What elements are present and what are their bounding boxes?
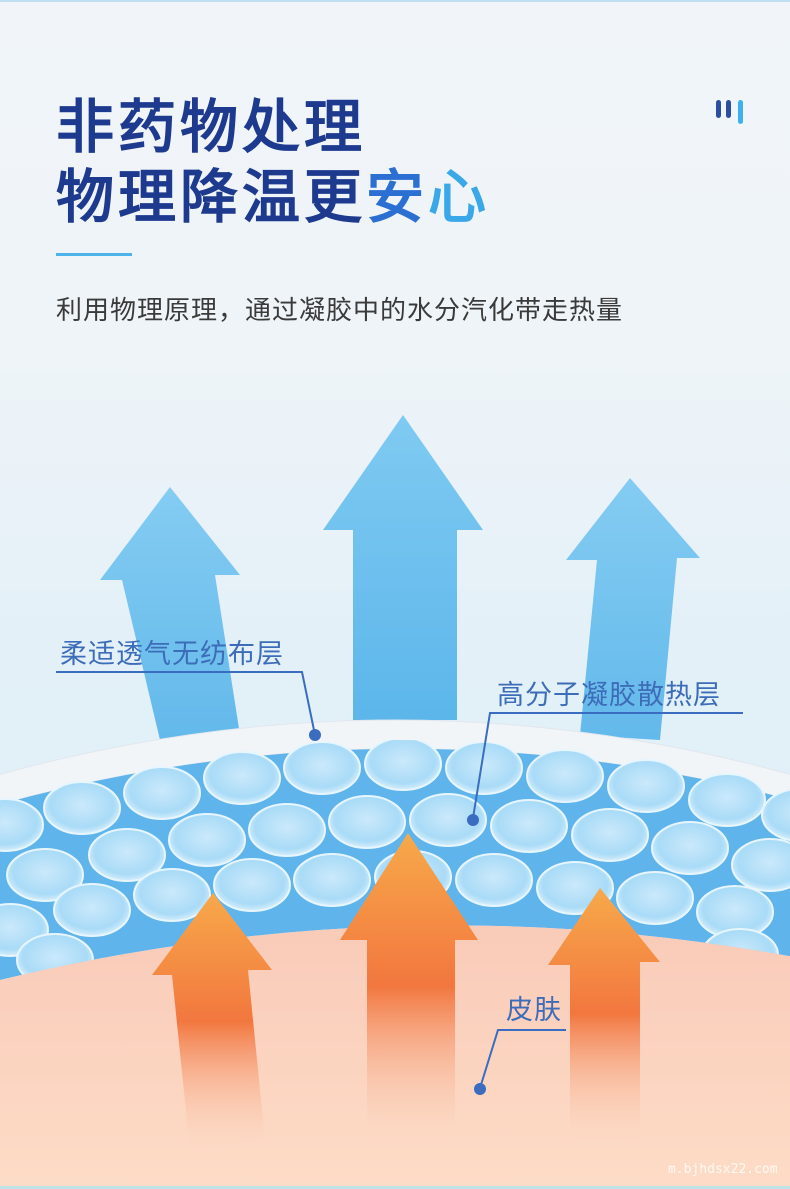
subtitle: 利用物理原理，通过凝胶中的水分汽化带走热量 bbox=[56, 296, 624, 326]
callout-dot-gel bbox=[467, 814, 479, 826]
watermark: m.bjhdsx22.com bbox=[668, 1162, 778, 1177]
warm-arrow-right-icon bbox=[548, 888, 660, 1140]
callout-line-nonwoven bbox=[56, 671, 316, 736]
top-border bbox=[0, 0, 790, 2]
headline-accent-2: 心 bbox=[428, 163, 491, 231]
headline-line-2: 物理降温更安心 bbox=[56, 168, 490, 226]
bottom-border bbox=[0, 1186, 790, 1189]
headline-accent-1: 安 bbox=[366, 163, 429, 231]
callout-line-gel bbox=[472, 712, 743, 819]
cool-arrow-left-icon bbox=[100, 487, 240, 740]
warm-arrow-left-icon bbox=[152, 893, 272, 1150]
callout-dot-nonwoven bbox=[309, 729, 321, 741]
headline-line-1: 非药物处理 bbox=[56, 93, 367, 161]
callout-line-skin bbox=[479, 1029, 566, 1089]
decorative-bars-icon bbox=[716, 100, 746, 124]
callout-dot-skin bbox=[474, 1083, 486, 1095]
label-gel: 高分子凝胶散热层 bbox=[497, 680, 721, 711]
label-nonwoven: 柔适透气无纺布层 bbox=[60, 639, 284, 670]
label-skin: 皮肤 bbox=[506, 995, 562, 1026]
cool-arrow-right-icon bbox=[566, 478, 700, 740]
warm-arrow-center-icon bbox=[340, 833, 478, 1140]
title-divider bbox=[56, 253, 132, 256]
cool-arrow-center-icon bbox=[323, 415, 483, 720]
headline-line-2-main: 物理降温更 bbox=[56, 163, 367, 231]
